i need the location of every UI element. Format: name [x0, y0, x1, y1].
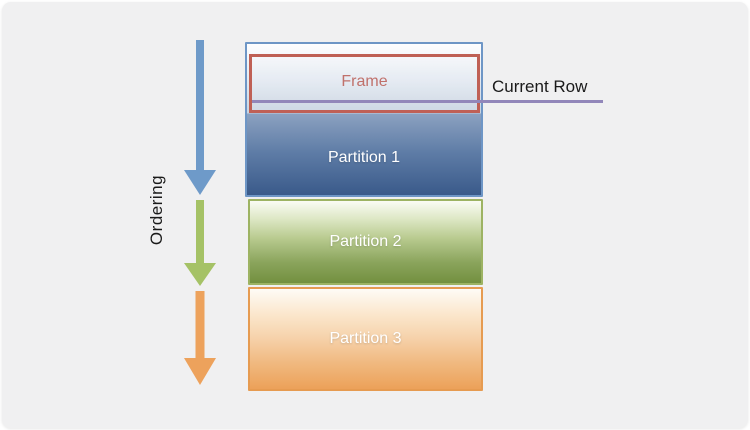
arrow-shaft [196, 200, 204, 264]
frame-label: Frame [341, 72, 388, 90]
down-arrow-icon [184, 200, 216, 286]
arrow-shaft [196, 40, 204, 171]
ordering-axis-label: Ordering [147, 174, 166, 246]
arrow-head [184, 263, 216, 286]
partition-1-box: Partition 1 [245, 42, 483, 197]
current-row-label: Current Row [492, 77, 588, 96]
partition-2-label: Partition 2 [329, 233, 402, 250]
down-arrow-icon [184, 291, 216, 385]
partition-3-label: Partition 3 [329, 330, 402, 347]
down-arrow-icon [184, 40, 216, 195]
arrow-head [184, 170, 216, 195]
arrow-head [184, 358, 216, 385]
arrow-shaft [195, 291, 205, 359]
partition-2-box: Partition 2 [248, 199, 483, 285]
partition-1-label: Partition 1 [327, 149, 401, 166]
partition-3-box: Partition 3 [248, 287, 483, 391]
frame-box: Frame [249, 54, 480, 113]
current-row-line [252, 100, 603, 103]
